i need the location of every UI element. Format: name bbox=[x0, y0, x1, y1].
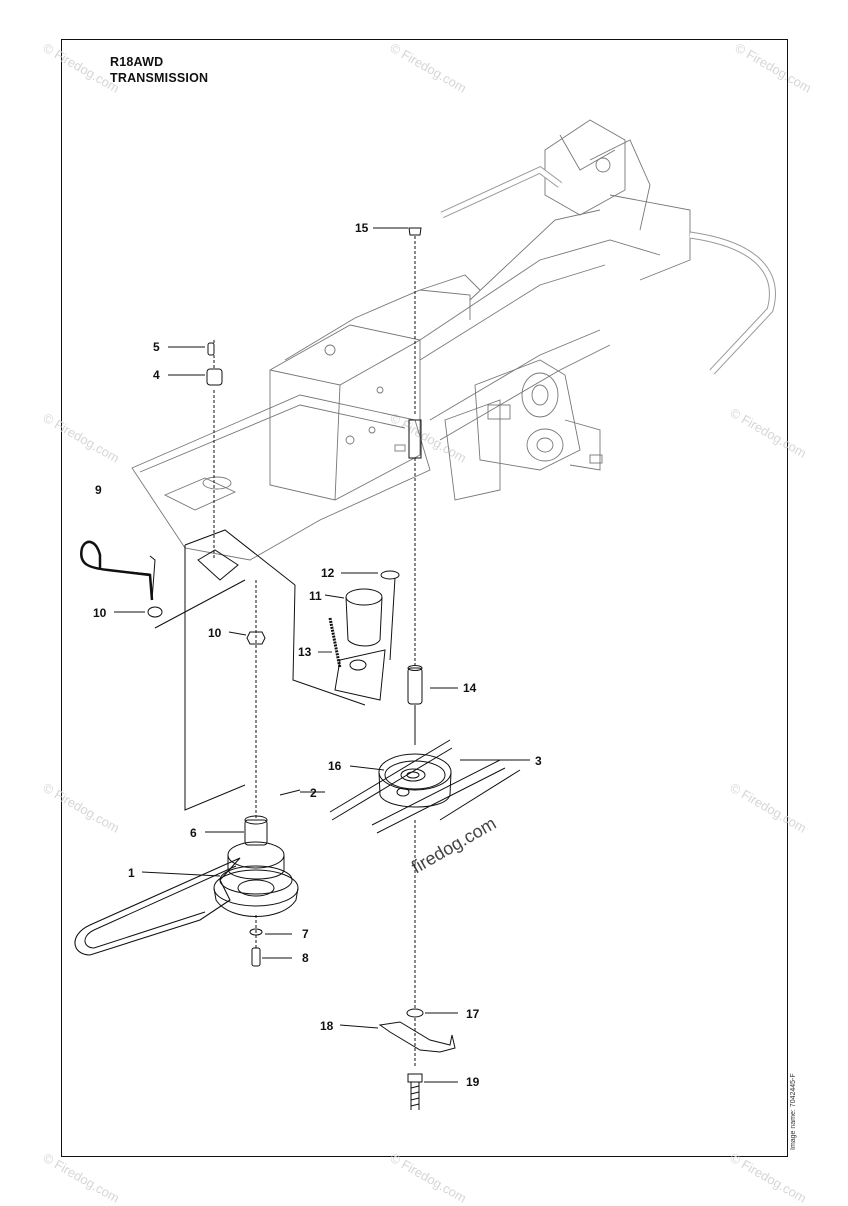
callout-14: 14 bbox=[463, 681, 477, 695]
callout-17: 17 bbox=[466, 1007, 480, 1021]
callout-6: 6 bbox=[190, 826, 197, 840]
callout-3: 3 bbox=[535, 754, 542, 768]
tension-rod bbox=[79, 540, 154, 601]
diagram-title: R18AWD TRANSMISSION bbox=[110, 54, 208, 86]
callout-8: 8 bbox=[302, 951, 309, 965]
callout-11: 11 bbox=[309, 589, 322, 603]
drive-belt bbox=[74, 857, 241, 956]
callout-10a: 10 bbox=[93, 606, 107, 620]
callout-4: 4 bbox=[153, 368, 160, 382]
drawing-frame bbox=[61, 39, 788, 1157]
callout-13: 13 bbox=[298, 645, 312, 659]
callout-12: 12 bbox=[321, 566, 335, 580]
callout-15: 15 bbox=[355, 221, 369, 235]
drive-pulley bbox=[213, 815, 299, 967]
shaft-assembly bbox=[406, 227, 424, 1110]
model-label: R18AWD bbox=[110, 55, 164, 69]
callout-1: 1 bbox=[128, 866, 135, 880]
tensioner-lines bbox=[154, 340, 366, 820]
callout-9: 9 bbox=[95, 483, 102, 497]
chassis-frame bbox=[131, 119, 776, 561]
callout-5: 5 bbox=[153, 340, 160, 354]
section-label: TRANSMISSION bbox=[110, 71, 209, 85]
tensioner-arm bbox=[328, 570, 400, 701]
leader-lines bbox=[114, 227, 530, 1083]
callout-16: 16 bbox=[328, 759, 342, 773]
belt-runs bbox=[329, 739, 521, 834]
belt-guide-bracket bbox=[378, 1021, 456, 1053]
callout-2: 2 bbox=[310, 786, 317, 800]
callout-19: 19 bbox=[466, 1075, 480, 1089]
callout-18: 18 bbox=[320, 1019, 334, 1033]
callout-10b: 10 bbox=[208, 626, 222, 640]
callout-7: 7 bbox=[302, 927, 309, 941]
idler-pulley bbox=[378, 753, 452, 808]
